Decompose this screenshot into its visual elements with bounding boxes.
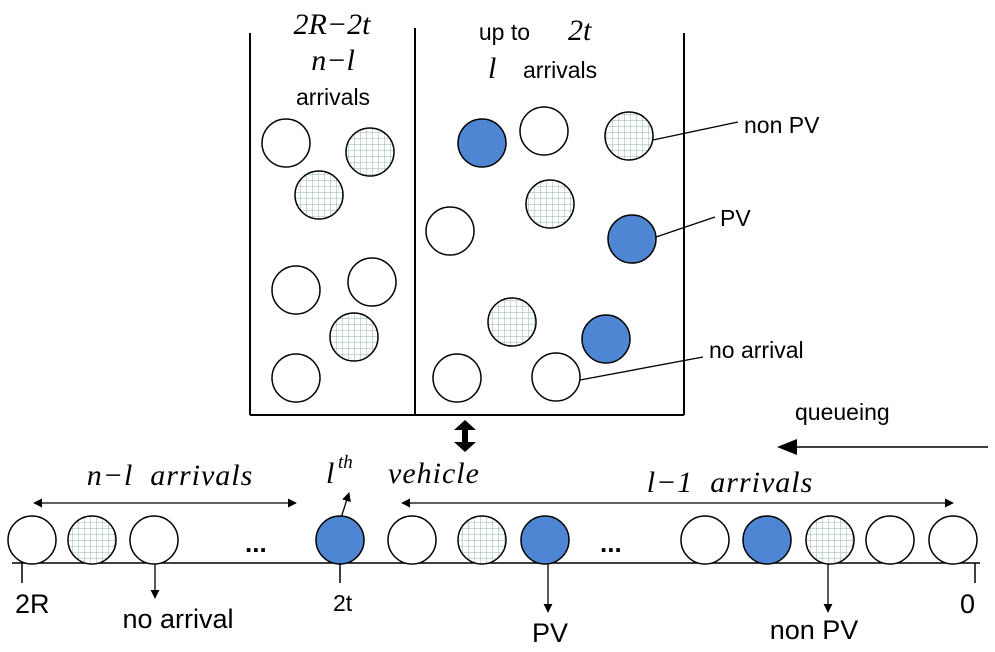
non-pv-circle [294, 170, 344, 220]
no-arrival-circle [531, 352, 581, 402]
no-arrival-circle [680, 515, 730, 565]
vehicle-label: vehicle [388, 457, 480, 490]
queue-non-pv-label: non PV [770, 615, 859, 645]
non-pv-circle [487, 297, 537, 347]
no-arrival-circle [7, 515, 57, 565]
queue-pv-label: PV [532, 618, 568, 648]
arrival-box [249, 28, 685, 416]
queue-no-arrival-label: no arrival [122, 604, 233, 634]
no-arrival-circle [432, 353, 482, 403]
left-compartment-vehicles [261, 118, 397, 403]
no-arrival-circle [129, 515, 179, 565]
queueing-label: queueing [795, 399, 890, 425]
left-header-2r-2t: 2R−2t [294, 8, 372, 41]
pv-leader [655, 216, 716, 238]
left-header-arrivals: arrivals [296, 84, 370, 110]
legend-non-pv: non PV [744, 112, 820, 138]
non-pv-circle [604, 111, 654, 161]
non-pv-circle [525, 179, 575, 229]
right-header-up-to: up to [479, 19, 530, 45]
right-header-l: l [488, 52, 496, 85]
right-span-label: l−1 arrivals [647, 466, 814, 499]
ellipsis-right: ... [600, 528, 622, 558]
no-arrival-circle [271, 353, 321, 403]
tick-label-2t: 2t [333, 590, 353, 616]
queue-vehicles [7, 515, 978, 565]
no-arrival-circle [387, 515, 437, 565]
queueing-arrow-icon [777, 439, 797, 455]
legend-pv: PV [720, 205, 751, 231]
non-pv-leader [652, 121, 739, 141]
no-arrival-circle [425, 206, 475, 256]
pv-circle [742, 515, 792, 565]
no-arrival-circle [928, 515, 978, 565]
left-header-n-l: n−l [311, 44, 355, 77]
legend-no-arrival: no arrival [709, 337, 804, 363]
non-pv-circle [67, 515, 117, 565]
lth-base: l [326, 457, 334, 490]
no-arrival-circle [865, 515, 915, 565]
lth-pointer [340, 492, 351, 519]
no-arrival-circle [347, 257, 397, 307]
ellipsis-left: ... [245, 528, 267, 558]
pv-circle [607, 214, 657, 264]
no-arrival-circle [261, 118, 311, 168]
pv-circle [520, 515, 570, 565]
pv-circle [581, 314, 631, 364]
non-pv-circle [457, 515, 507, 565]
non-pv-circle [329, 312, 379, 362]
right-header-2t: 2t [568, 14, 592, 47]
non-pv-circle [805, 515, 855, 565]
double-arrow-icon [454, 420, 476, 452]
tick-label-2r: 2R [15, 589, 50, 619]
non-pv-circle [345, 127, 395, 177]
tick-label-0: 0 [960, 589, 975, 619]
no-arrival-leader [579, 356, 704, 381]
no-arrival-circle [519, 106, 569, 156]
lth-sup: th [338, 452, 353, 473]
right-header-arrivals: arrivals [523, 57, 597, 83]
pv-circle [457, 118, 507, 168]
right-compartment-vehicles [425, 106, 657, 403]
lth-vehicle-circle [315, 515, 365, 565]
no-arrival-circle [271, 265, 321, 315]
left-span-label: n−l arrivals [87, 459, 254, 492]
